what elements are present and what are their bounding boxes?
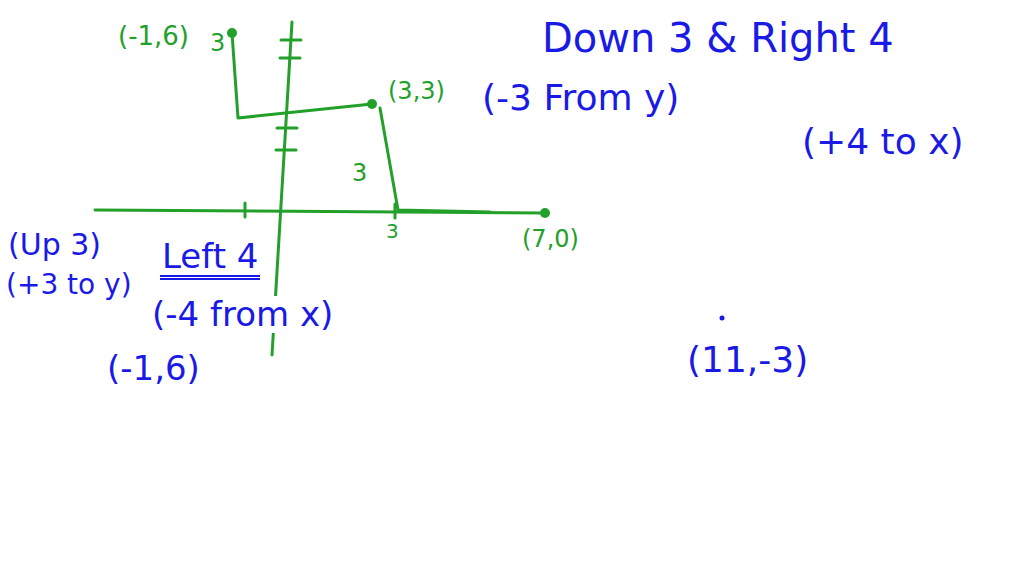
- axis-tick: [276, 149, 296, 152]
- points: [227, 28, 550, 218]
- graph-annotation: 3: [208, 30, 227, 56]
- step-note: Down 3 & Right 4: [540, 16, 896, 60]
- axis-tick: [244, 203, 247, 217]
- axis-tick: [280, 57, 300, 60]
- path-line: [380, 108, 490, 212]
- graph-annotation: (7,0): [520, 226, 581, 252]
- point-dot: [720, 316, 725, 321]
- step-note: (11,-3): [685, 340, 810, 380]
- axis-tick: [281, 39, 301, 42]
- step-note: (+4 to x): [800, 122, 966, 162]
- axis-tick: [277, 127, 297, 130]
- step-note: (+3 to y): [4, 270, 134, 301]
- point-dot: [367, 99, 377, 109]
- graph-annotation: 3: [384, 220, 401, 242]
- point-dot: [540, 208, 550, 218]
- step-note: Left 4: [160, 238, 260, 280]
- graph-annotation: (3,3): [386, 78, 447, 104]
- step-note: (-3 From y): [480, 78, 681, 118]
- step-note: (-1,6): [105, 350, 202, 387]
- path-line: [232, 33, 372, 118]
- axes: [95, 22, 545, 355]
- step-note: (Up 3): [6, 228, 103, 261]
- point-dot: [227, 28, 237, 38]
- graph-annotation: 3: [350, 160, 369, 186]
- graph-annotation: (-1,6): [116, 22, 191, 51]
- step-note: (-4 from x): [150, 296, 335, 333]
- translation-path: [232, 33, 490, 212]
